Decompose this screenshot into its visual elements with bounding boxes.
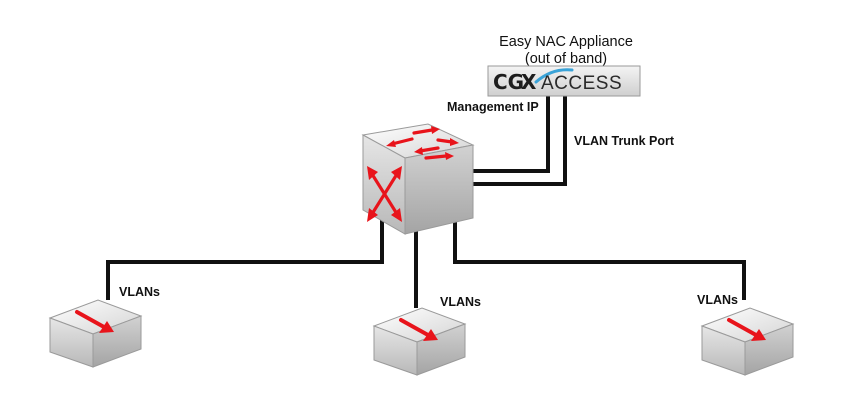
vlan-trunk-port-label: VLAN Trunk Port: [574, 134, 675, 148]
logo-swoosh-icon: [534, 68, 574, 84]
down-arrow-icon: [75, 310, 114, 333]
management-ip-label: Management IP: [447, 100, 539, 114]
down-arrow-icon: [727, 318, 766, 341]
appliance-title-line1: Easy NAC Appliance: [499, 34, 633, 50]
access-switch-middle[interactable]: [372, 307, 467, 376]
access-switch-right[interactable]: [700, 307, 795, 376]
switch-arrows-icon: [386, 126, 459, 160]
vlans-label-middle: VLANs: [440, 295, 481, 309]
connection-lines: [106, 96, 746, 308]
core-switch[interactable]: [361, 123, 475, 235]
appliance-title-line2: (out of band): [525, 51, 607, 67]
vlans-label-right: VLANs: [697, 293, 738, 307]
link-core-right: [453, 218, 746, 300]
logo-prefix: CG: [493, 70, 524, 94]
cgx-access-logo: [487, 65, 641, 97]
vlans-label-left: VLANs: [119, 285, 160, 299]
link-core-left: [106, 218, 384, 300]
logo-suffix: ACCESS: [541, 73, 622, 94]
management-ip-link: [470, 96, 550, 173]
nac-appliance[interactable]: Easy NAC Appliance (out of band) CG X AC…: [487, 34, 641, 97]
down-arrow-icon: [399, 318, 438, 341]
cross-arrows-icon: [367, 166, 402, 222]
access-switch-left[interactable]: [48, 299, 143, 368]
logo-x: X: [521, 70, 537, 94]
vlan-trunk-link: [470, 96, 567, 186]
